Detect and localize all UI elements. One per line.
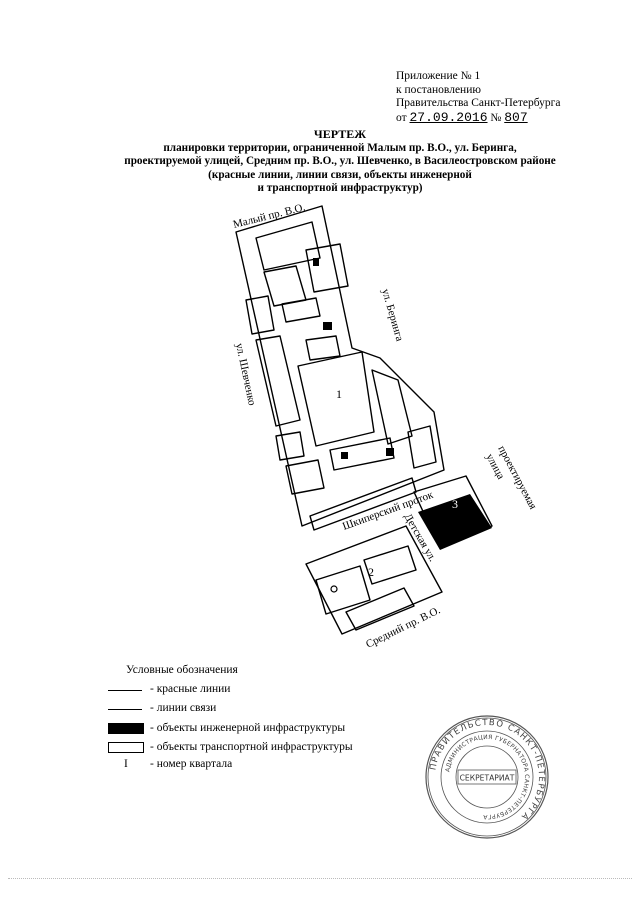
title-line-3: (красные линии, линии связи, объекты инж…	[208, 168, 472, 181]
footer-dotted-line	[8, 878, 632, 879]
legend-trans-label: - объекты транспортной инфраструктуры	[150, 741, 353, 753]
legend-title: Условные обозначения	[126, 664, 238, 676]
legend-block-num-label: - номер квартала	[150, 758, 233, 770]
quarter-3-number: 3	[452, 497, 458, 511]
title-line-2: проектируемой улицей, Средним пр. В.О., …	[124, 155, 556, 168]
parcel-outline	[281, 297, 321, 323]
parcel-outline	[275, 431, 305, 461]
label-ul-shevchenko: ул. Шевченко	[233, 342, 258, 407]
document-title: ЧЕРТЕЖ планировки территории, ограниченн…	[80, 127, 600, 196]
seal-center-text: СЕКРЕТАРИАТ	[460, 774, 515, 783]
appendix-line-3: Правительства Санкт-Петербурга	[396, 97, 561, 110]
quarter-2-boundary	[305, 525, 443, 635]
parcel-outline	[305, 243, 349, 293]
title-line-4: и транспортной инфраструктур)	[257, 182, 423, 195]
comm-line-symbol	[108, 709, 142, 710]
appendix-line-1: Приложение № 1	[396, 70, 481, 82]
parcel-outline	[305, 335, 341, 361]
red-line-symbol	[108, 690, 142, 691]
quarter-2-number: 2	[368, 565, 374, 579]
parcel-outline	[407, 425, 437, 469]
parcel-outline	[255, 221, 321, 271]
engineering-object	[323, 322, 332, 330]
engineering-object-large	[418, 494, 492, 550]
appendix-number: 807	[504, 109, 528, 125]
block-number-symbol: I	[124, 758, 128, 770]
quarter-1-boundary	[235, 205, 445, 527]
engineering-object	[313, 258, 319, 266]
parcel-outline	[363, 545, 417, 585]
appendix-date: 27.09.2016	[409, 109, 488, 125]
parcel-outline	[285, 459, 325, 495]
parcel-outline	[255, 335, 301, 427]
title-main: ЧЕРТЕЖ	[313, 127, 367, 141]
parcel-outline	[245, 295, 275, 335]
map-marker	[330, 585, 338, 593]
title-line-1: планировки территории, ограниченной Малы…	[163, 141, 517, 154]
appendix-from: от	[396, 111, 407, 124]
official-seal: ПРАВИТЕЛЬСТВО САНКТ-ПЕТЕРБУРГА АДМИНИСТР…	[425, 715, 549, 839]
transport-symbol	[108, 742, 144, 753]
appendix-line-2: к постановлению	[396, 83, 481, 96]
parcel-outline	[297, 351, 375, 447]
appendix-no-sign: №	[490, 111, 502, 124]
parcel-outline	[263, 265, 307, 307]
quarter-1-number: 1	[336, 387, 342, 401]
label-ul-beringa: ул. Беринга	[379, 288, 405, 343]
parcel-outline	[371, 369, 413, 445]
engineering-symbol	[108, 723, 144, 734]
appendix-date-line: от 27.09.2016 № 807	[396, 109, 561, 126]
legend-eng-label: - объекты инженерной инфраструктуры	[150, 722, 346, 734]
parcel-outline	[315, 565, 371, 615]
engineering-object	[386, 448, 394, 456]
parcel-outline	[329, 437, 395, 471]
legend-comm-lines-label: - линии связи	[150, 702, 217, 714]
parcel-outline	[345, 587, 415, 631]
appendix-block: Приложение № 1 к постановлению Правитель…	[396, 70, 561, 125]
engineering-object	[341, 452, 348, 459]
engineering-objects	[313, 258, 492, 550]
legend-red-lines-label: - красные линии	[150, 683, 231, 695]
